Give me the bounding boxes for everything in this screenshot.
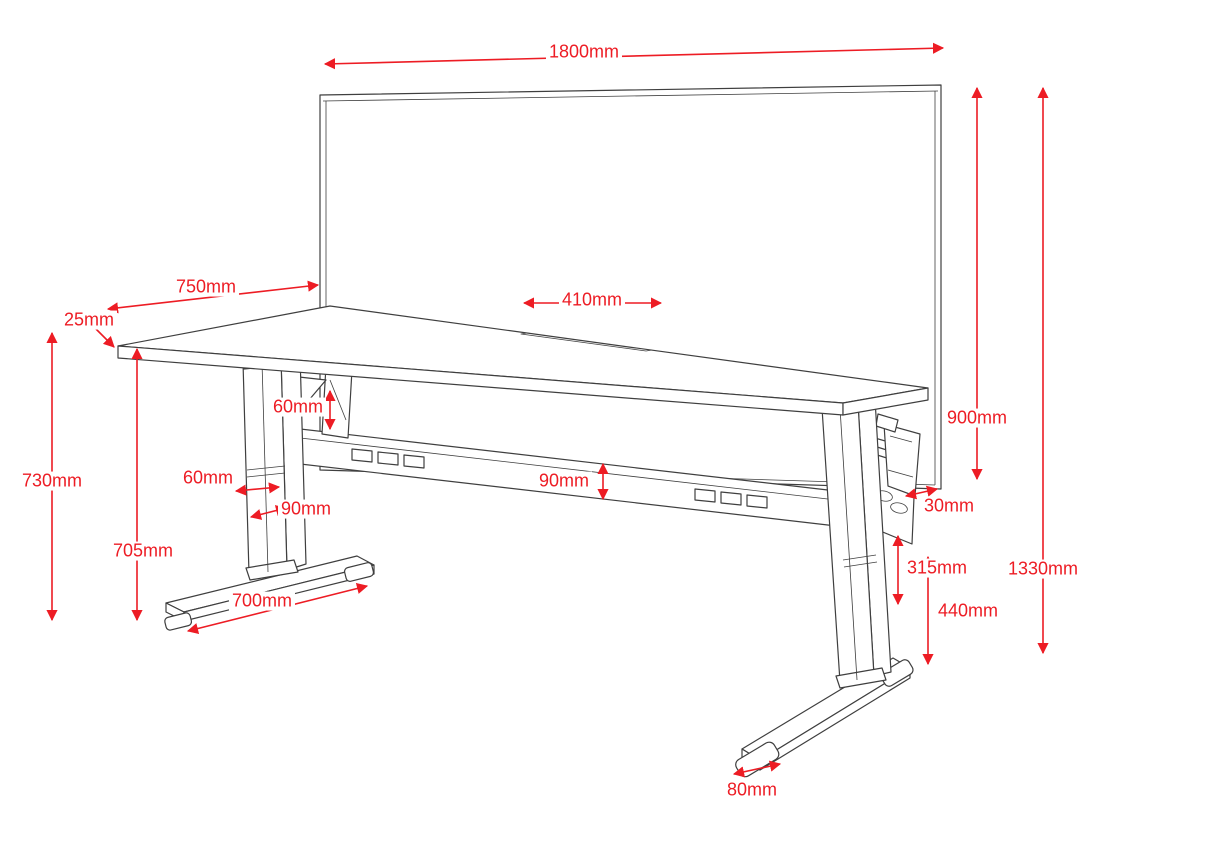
dim-arrow-desktop-depth — [106, 280, 320, 314]
right-foot-rear-pad — [880, 659, 914, 687]
left-column-joint-line — [246, 472, 286, 478]
dim-label-foot-length: 700mm — [228, 591, 296, 611]
screen-top-inner-edge — [322, 90, 939, 102]
right-column-joint-line — [842, 554, 877, 561]
dimension-arrows — [46, 42, 1049, 778]
left-column-foot-plate — [245, 559, 299, 581]
left-foot-rear-pad — [343, 562, 375, 582]
dim-label-315: 315mm — [903, 558, 971, 578]
dim-label-bracket-height: 60mm — [269, 397, 327, 417]
right-clamp-detail-line — [889, 435, 913, 443]
dim-label-desktop-depth: 750mm — [172, 277, 240, 297]
left-column-seam-line — [261, 361, 269, 573]
dim-label-screen-width: 1800mm — [545, 42, 623, 62]
desktop-end-face — [842, 387, 929, 416]
dim-label-underside-height: 705mm — [109, 541, 177, 561]
beam-slot — [351, 448, 373, 463]
dim-arrow-leg-width — [234, 482, 281, 496]
beam-slot — [377, 451, 399, 466]
dim-arrow-screen-width — [323, 42, 945, 70]
left-clamp-detail-line — [329, 379, 347, 421]
dim-label-desktop-thickness: 25mm — [60, 310, 118, 330]
left-foot-front-pad — [164, 612, 193, 631]
beam-slot — [720, 491, 742, 506]
screen-clamp-right — [875, 413, 921, 497]
dim-leader-desktop-thickness — [95, 328, 115, 348]
beam-slot — [403, 454, 425, 469]
crossbeam-chamfer-line — [282, 435, 846, 502]
desktop-cable-cutout — [520, 332, 653, 352]
left-column-joint-line — [246, 465, 286, 471]
right-clamp-plate — [883, 423, 921, 497]
dim-label-desktop-height: 730mm — [18, 471, 86, 491]
dim-arrow-foot-pad-width — [732, 760, 782, 778]
left-clamp-plate — [321, 365, 353, 439]
dim-label-screen-above-desk: 900mm — [943, 408, 1011, 428]
desktop — [117, 305, 929, 416]
right-clamp-detail-line — [887, 469, 914, 478]
beam-slot — [746, 494, 768, 509]
dim-label-screen-bottom-offset: 30mm — [920, 496, 978, 516]
dim-arrow-screen-bottom-offset — [904, 485, 939, 500]
dim-label-leg-width: 60mm — [179, 468, 237, 488]
dim-label-cutout-width: 410mm — [558, 290, 626, 310]
dim-label-overall-height: 1330mm — [1004, 559, 1082, 579]
cable-tray-handle-hole — [890, 502, 908, 514]
right-column-foot-plate — [835, 667, 887, 689]
beam-slot — [694, 488, 716, 503]
dim-label-foot-pad-width: 80mm — [723, 780, 781, 800]
dim-label-leg-depth: 90mm — [277, 499, 335, 519]
right-leg — [735, 390, 914, 778]
dim-label-440: 440mm — [934, 601, 1002, 621]
dim-label-beam-height: 90mm — [535, 471, 593, 491]
right-column-seam-line — [839, 407, 858, 681]
